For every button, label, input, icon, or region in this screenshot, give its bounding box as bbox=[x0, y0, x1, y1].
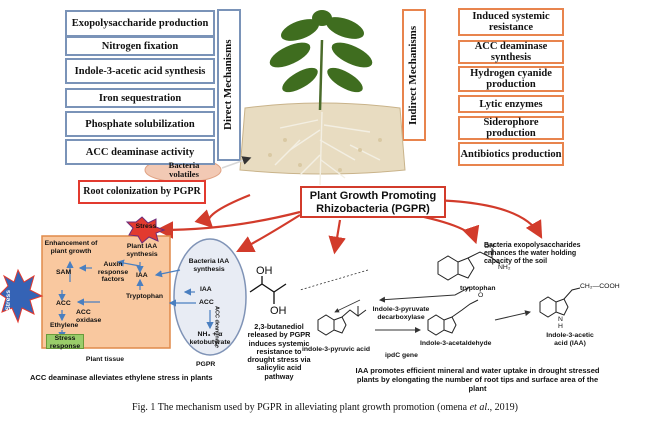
stress-star-left bbox=[0, 268, 44, 324]
figure-caption: Fig. 1 The mechanism used by PGPR in all… bbox=[0, 402, 650, 413]
ipdc-gene-label: ipdC gene bbox=[385, 352, 418, 359]
indirect-item-acc-synthesis: ACC deaminase synthesis bbox=[458, 40, 564, 64]
o-label: O bbox=[478, 292, 484, 299]
acc-caption: ACC deaminase alleviates ethylene stress… bbox=[30, 373, 213, 382]
bacteria-volatiles-label: Bacteria volatiles bbox=[168, 160, 200, 179]
plant-iaa-label: Plant IAA synthesis bbox=[126, 243, 158, 258]
indirect-item-siderophore: Siderophore production bbox=[458, 116, 564, 140]
iaa-n-label: N bbox=[558, 316, 563, 323]
roots bbox=[274, 111, 381, 186]
products-label: NH₃ + α ketobutyrate bbox=[189, 331, 231, 346]
tryptophan-label: Tryptophan bbox=[126, 293, 164, 300]
pgpr-cell-label: PGPR bbox=[196, 361, 216, 368]
stress-response-box: Stress response bbox=[46, 334, 84, 350]
butanediol-structure bbox=[249, 276, 287, 304]
indirect-mechanisms-label: Indirect Mechanisms bbox=[407, 25, 419, 125]
root-bacteria bbox=[268, 138, 382, 172]
iaa-h-label: H bbox=[558, 323, 563, 330]
indirect-item-isr: Induced systemic resistance bbox=[458, 8, 564, 36]
direct-item-iaa-synthesis: Indole-3-acetic acid synthesis bbox=[65, 58, 215, 84]
pgpr-title-line2: Rhizobacteria (PGPR) bbox=[316, 203, 430, 215]
stress-top-label: Stress bbox=[135, 223, 157, 230]
iaa-plant-label: IAA bbox=[136, 272, 148, 279]
direct-item-phosphate: Phosphate solubilization bbox=[65, 111, 215, 137]
stress-star-top bbox=[125, 216, 166, 244]
direct-item-iron-sequestration: Iron sequestration bbox=[65, 88, 215, 108]
figure-caption-end: ., 2019) bbox=[487, 402, 518, 413]
plant-stem bbox=[318, 39, 324, 111]
acc-bacteria-label: ACC bbox=[199, 299, 214, 306]
stress-left-label: Stress bbox=[5, 290, 12, 311]
figure-caption-main: Fig. 1 The mechanism used by PGPR in all… bbox=[132, 402, 470, 413]
plant-tissue-box bbox=[41, 235, 171, 349]
pgpr-title-box: Plant Growth Promoting Rhizobacteria (PG… bbox=[300, 186, 446, 218]
root-colonization-box: Root colonization by PGPR bbox=[78, 180, 206, 204]
indole-pyruvic-label: indole-3-pyruvic acid bbox=[302, 346, 370, 353]
direct-banner bbox=[217, 9, 241, 161]
iaa-name-label: Indole-3-acetic acid (IAA) bbox=[546, 332, 594, 347]
pgpr-cell bbox=[173, 238, 247, 356]
acc-plant-label: ACC bbox=[56, 300, 71, 307]
oh-label: OH bbox=[484, 243, 495, 250]
iaa-caption: IAA promotes efficient mineral and water… bbox=[355, 366, 600, 393]
direct-item-acc-deaminase: ACC deaminase activity bbox=[65, 139, 215, 165]
tryptophan-molecule-label: tryptophan bbox=[460, 285, 496, 292]
enhancement-label: Enhancement of plant growth bbox=[44, 240, 98, 255]
indirect-item-antibiotics: Antibiotics production bbox=[458, 142, 564, 166]
indirect-item-lytic: Lytic enzymes bbox=[458, 95, 564, 113]
butanediol-text: 2,3-butanediol released by PGPR induces … bbox=[247, 322, 311, 381]
ch2cooh-label: CH₂—COOH bbox=[580, 283, 620, 290]
iaa-bacteria-label: IAA bbox=[200, 286, 212, 293]
tryptophan-molecule bbox=[437, 248, 501, 281]
auxin-label: Auxin response factors bbox=[97, 261, 129, 283]
plant-leaves bbox=[269, 10, 373, 93]
butanediol-oh1: OH bbox=[256, 265, 273, 277]
bacteria-iaa-label: Bacteria IAA synthesis bbox=[188, 258, 230, 273]
nh2-label: NH₂ bbox=[498, 264, 511, 271]
indirect-item-hcn: Hydrogen cyanide production bbox=[458, 66, 564, 92]
pgpr-title-line1: Plant Growth Promoting bbox=[309, 190, 437, 202]
indirect-banner bbox=[402, 9, 426, 141]
direct-item-exopolysaccharide: Exopolysaccharide production bbox=[65, 10, 215, 37]
eps-text: Bacteria exopolysaccharides enhances the… bbox=[484, 242, 581, 265]
direct-item-nitrogen-fixation: Nitrogen fixation bbox=[65, 36, 215, 56]
acetaldehyde-molecule bbox=[427, 299, 479, 336]
acc-deaminase-label: ACC deaminase bbox=[213, 306, 220, 348]
acetaldehyde-label: Indole-3-acetaldehyde bbox=[420, 340, 492, 347]
direct-mechanisms-label: Direct Mechanisms bbox=[222, 39, 234, 131]
plant-tissue-label: Plant tissue bbox=[85, 356, 125, 363]
acc-oxidase-label: ACC oxidase bbox=[76, 309, 102, 324]
ethylene-label: Ethylene bbox=[50, 322, 79, 329]
enzyme-label: Indole-3-pyruvate decarboxylase bbox=[372, 306, 430, 321]
iaa-molecule bbox=[539, 287, 581, 318]
figure-caption-etal: et al bbox=[469, 402, 488, 413]
butanediol-oh2: OH bbox=[270, 305, 287, 317]
sam-label: SAM bbox=[56, 269, 72, 276]
indole-pyruvic-molecule bbox=[317, 306, 367, 336]
soil bbox=[239, 102, 406, 175]
